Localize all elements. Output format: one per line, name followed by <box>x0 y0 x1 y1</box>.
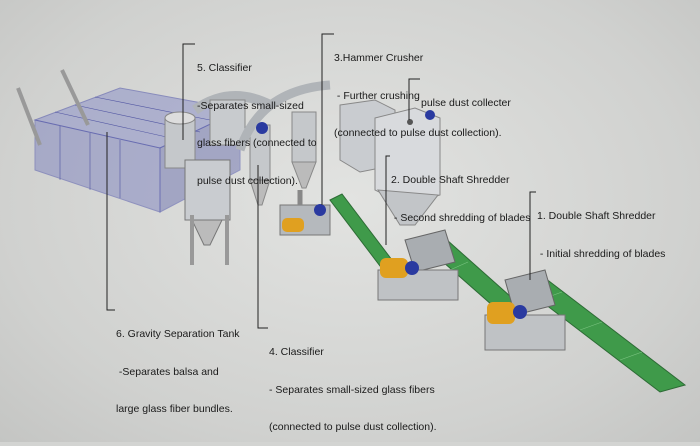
label-line: (connected to pulse dust collection). <box>334 127 502 139</box>
label-title: 1. Double Shaft Shredder <box>537 210 656 222</box>
label-title: 3.Hammer Crusher <box>334 52 424 64</box>
label-gravity-separation-tank-6: 6. Gravity Separation Tank -Separates ba… <box>116 303 240 428</box>
label-line: -Separates small-sized <box>197 99 304 112</box>
label-line: pulse dust collection). <box>197 174 298 187</box>
label-line: (connected to pulse dust collection). <box>269 421 437 433</box>
leader-lines <box>106 33 536 329</box>
double-shaft-shredder-1-machine <box>484 269 566 351</box>
label-line: - Second shredding of blades <box>391 211 531 224</box>
label-line: - Further crushing <box>334 89 420 102</box>
label-classifier-5: 5. Classifier -Separates small-sized gla… <box>197 37 317 200</box>
label-line: - Initial shredding of blades <box>537 247 666 260</box>
label-classifier-4: 4. Classifier - Separates small-sized gl… <box>269 321 437 446</box>
label-title: 4. Classifier <box>269 346 324 358</box>
screw-conveyor-icon <box>16 87 42 146</box>
label-title: 6. Gravity Separation Tank <box>116 328 240 340</box>
label-line: large glass fiber bundles. <box>116 403 233 415</box>
label-double-shaft-shredder-1: 1. Double Shaft Shredder - Initial shred… <box>537 185 665 273</box>
label-line: glass fibers (connected to <box>197 137 317 149</box>
label-hammer-crusher-3: 3.Hammer Crusher - Further crushing (con… <box>334 27 502 152</box>
hammer-crusher-machine <box>279 111 331 236</box>
double-shaft-shredder-2-machine <box>377 229 459 301</box>
classifier-4-machine <box>235 80 331 206</box>
label-line: - Separates small-sized glass fibers <box>269 383 435 396</box>
label-title: 2. Double Shaft Shredder <box>391 174 510 186</box>
label-title: 5. Classifier <box>197 62 252 74</box>
label-line: -Separates balsa and <box>116 365 219 378</box>
pulse-dust-collector-machine <box>339 99 441 226</box>
label-title: pulse dust collecter <box>421 97 511 109</box>
label-pulse-dust-collector: pulse dust collecter <box>421 72 511 122</box>
label-double-shaft-shredder-2: 2. Double Shaft Shredder - Second shredd… <box>391 149 531 237</box>
classifier-5-machine <box>164 91 273 265</box>
